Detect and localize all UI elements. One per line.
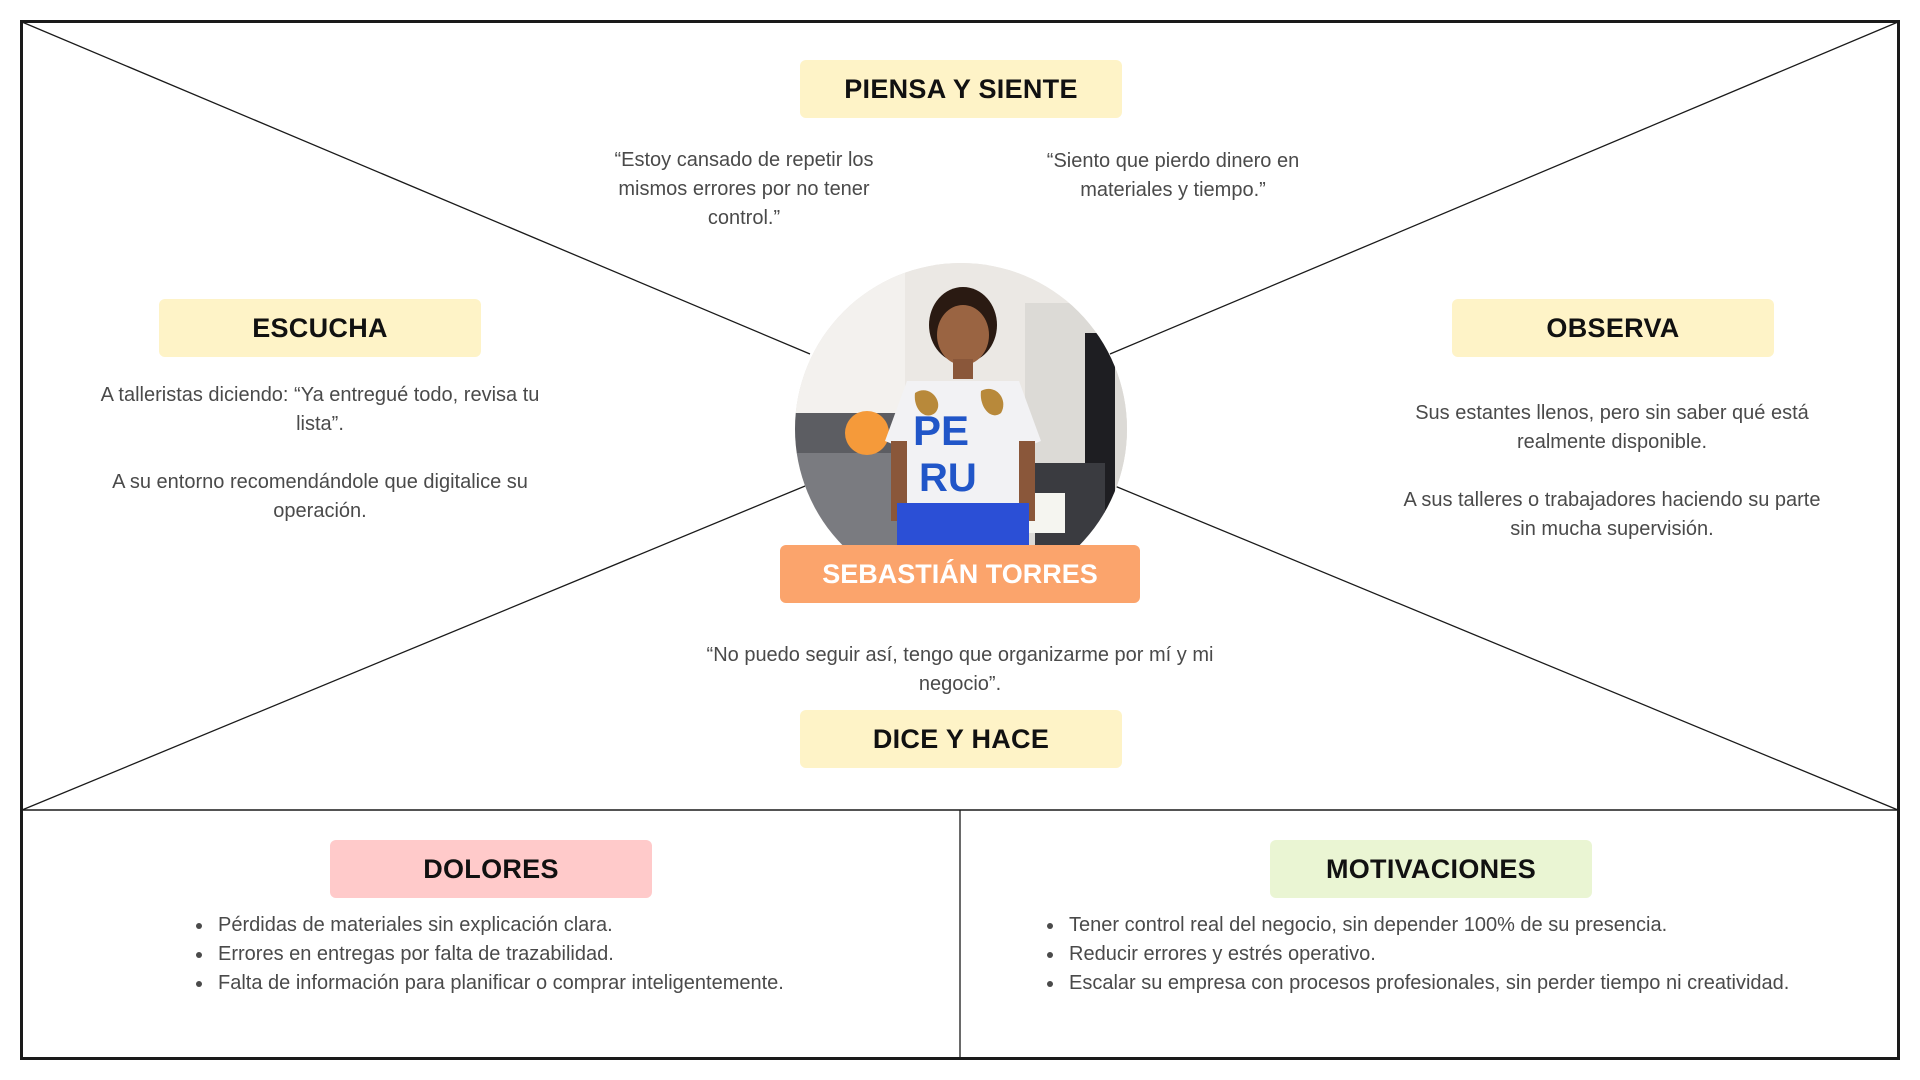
spacer [1402,457,1822,486]
escucha-item-2: A su entorno recomendándole que digitali… [112,471,528,522]
dolores-list: Pérdidas de materiales sin explicación c… [190,911,954,998]
diagonal-top-left [21,21,811,355]
list-item: Falta de información para planificar o c… [214,969,954,998]
motivaciones-title: MOTIVACIONES [1325,853,1537,884]
piensa-quote-left: “Estoy cansado de repetir los mismos err… [614,149,874,229]
list-item: Escalar su empresa con procesos profesio… [1065,969,1905,998]
svg-text:PE: PE [913,407,969,454]
persona-name: SEBASTIÁN TORRES [822,558,1098,589]
piensa-siente-label: PIENSA Y SIENTE [800,60,1122,118]
motivaciones-list: Tener control real del negocio, sin depe… [1041,911,1905,998]
diagonal-bottom-left [21,483,811,811]
motivaciones-label: MOTIVACIONES [1270,840,1592,898]
dice-hace-quote: “No puedo seguir así, tengo que organiza… [706,644,1214,695]
list-item: Errores en entregas por falta de trazabi… [214,940,954,969]
list-item: Reducir errores y estrés operativo. [1065,940,1905,969]
escucha-text: A talleristas diciendo: “Ya entregué tod… [100,381,540,526]
escucha-item-1: A talleristas diciendo: “Ya entregué tod… [100,384,540,435]
piensa-quote-right: “Siento que pierdo dinero en materiales … [1046,150,1300,201]
list-item: Tener control real del negocio, sin depe… [1065,911,1905,940]
observa-item-2: A sus talleres o trabajadores haciendo s… [1403,489,1821,540]
diagonal-bottom-right [1109,483,1899,811]
dolores-title: DOLORES [423,853,559,884]
observa-title: OBSERVA [1546,312,1680,343]
empathy-map-frame [20,20,1900,1060]
escucha-label: ESCUCHA [159,299,481,357]
piensa-siente-title: PIENSA Y SIENTE [844,73,1078,104]
dice-hace-label: DICE Y HACE [800,710,1122,768]
observa-text: Sus estantes llenos, pero sin saber qué … [1402,399,1822,544]
dice-hace-title: DICE Y HACE [872,723,1050,754]
svg-text:RU: RU [919,456,977,500]
dolores-label: DOLORES [330,840,652,898]
list-item: Pérdidas de materiales sin explicación c… [214,911,954,940]
observa-label: OBSERVA [1452,299,1774,357]
spacer [100,439,540,468]
persona-name-label: SEBASTIÁN TORRES [780,545,1140,603]
observa-item-1: Sus estantes llenos, pero sin saber qué … [1415,402,1809,453]
escucha-title: ESCUCHA [252,312,388,343]
diagonal-top-right [1109,21,1899,355]
